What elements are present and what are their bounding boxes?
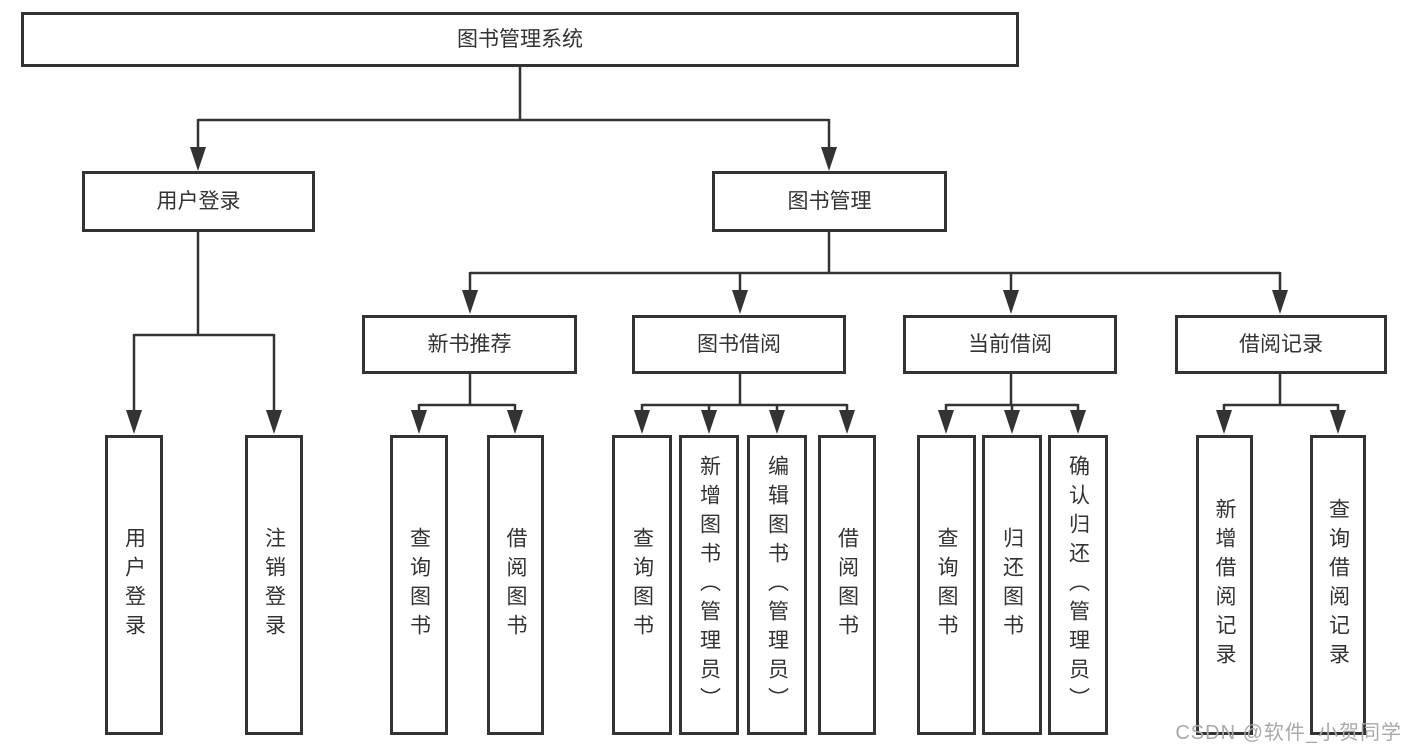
leaf-add-books-admin: 新增图书（管理员）: [679, 435, 739, 735]
leaf-edit-books-admin: 编辑图书（管理员）: [747, 435, 807, 735]
leaf-query-borrow-record: 查询借阅记录: [1310, 435, 1366, 735]
csdn-watermark: CSDN @软件_小贺同学: [1175, 722, 1402, 744]
leaf-query-books-2: 查询图书: [612, 435, 672, 735]
node-user-login-group: 用户登录: [82, 171, 315, 232]
leaf-query-books-3: 查询图书: [917, 435, 976, 735]
leaf-return-books: 归还图书: [982, 435, 1042, 735]
node-book-borrowing: 图书借阅: [632, 315, 846, 374]
arrowheads: [126, 147, 1346, 434]
leaf-user-login: 用户登录: [105, 435, 163, 735]
node-library-management-system: 图书管理系统: [21, 12, 1019, 67]
leaf-add-borrow-record: 新增借阅记录: [1196, 435, 1253, 735]
leaf-query-books: 查询图书: [390, 435, 448, 735]
leaf-confirm-return-admin: 确认归还（管理员）: [1048, 435, 1108, 735]
leaf-logout: 注销登录: [245, 435, 303, 735]
node-borrowing-records: 借阅记录: [1175, 315, 1387, 374]
leaf-borrow-books: 借阅图书: [487, 435, 544, 735]
node-current-borrowing: 当前借阅: [903, 315, 1117, 374]
node-book-management: 图书管理: [712, 171, 947, 232]
node-new-book-recommendation: 新书推荐: [362, 315, 577, 374]
leaf-borrow-books-2: 借阅图书: [818, 435, 876, 735]
